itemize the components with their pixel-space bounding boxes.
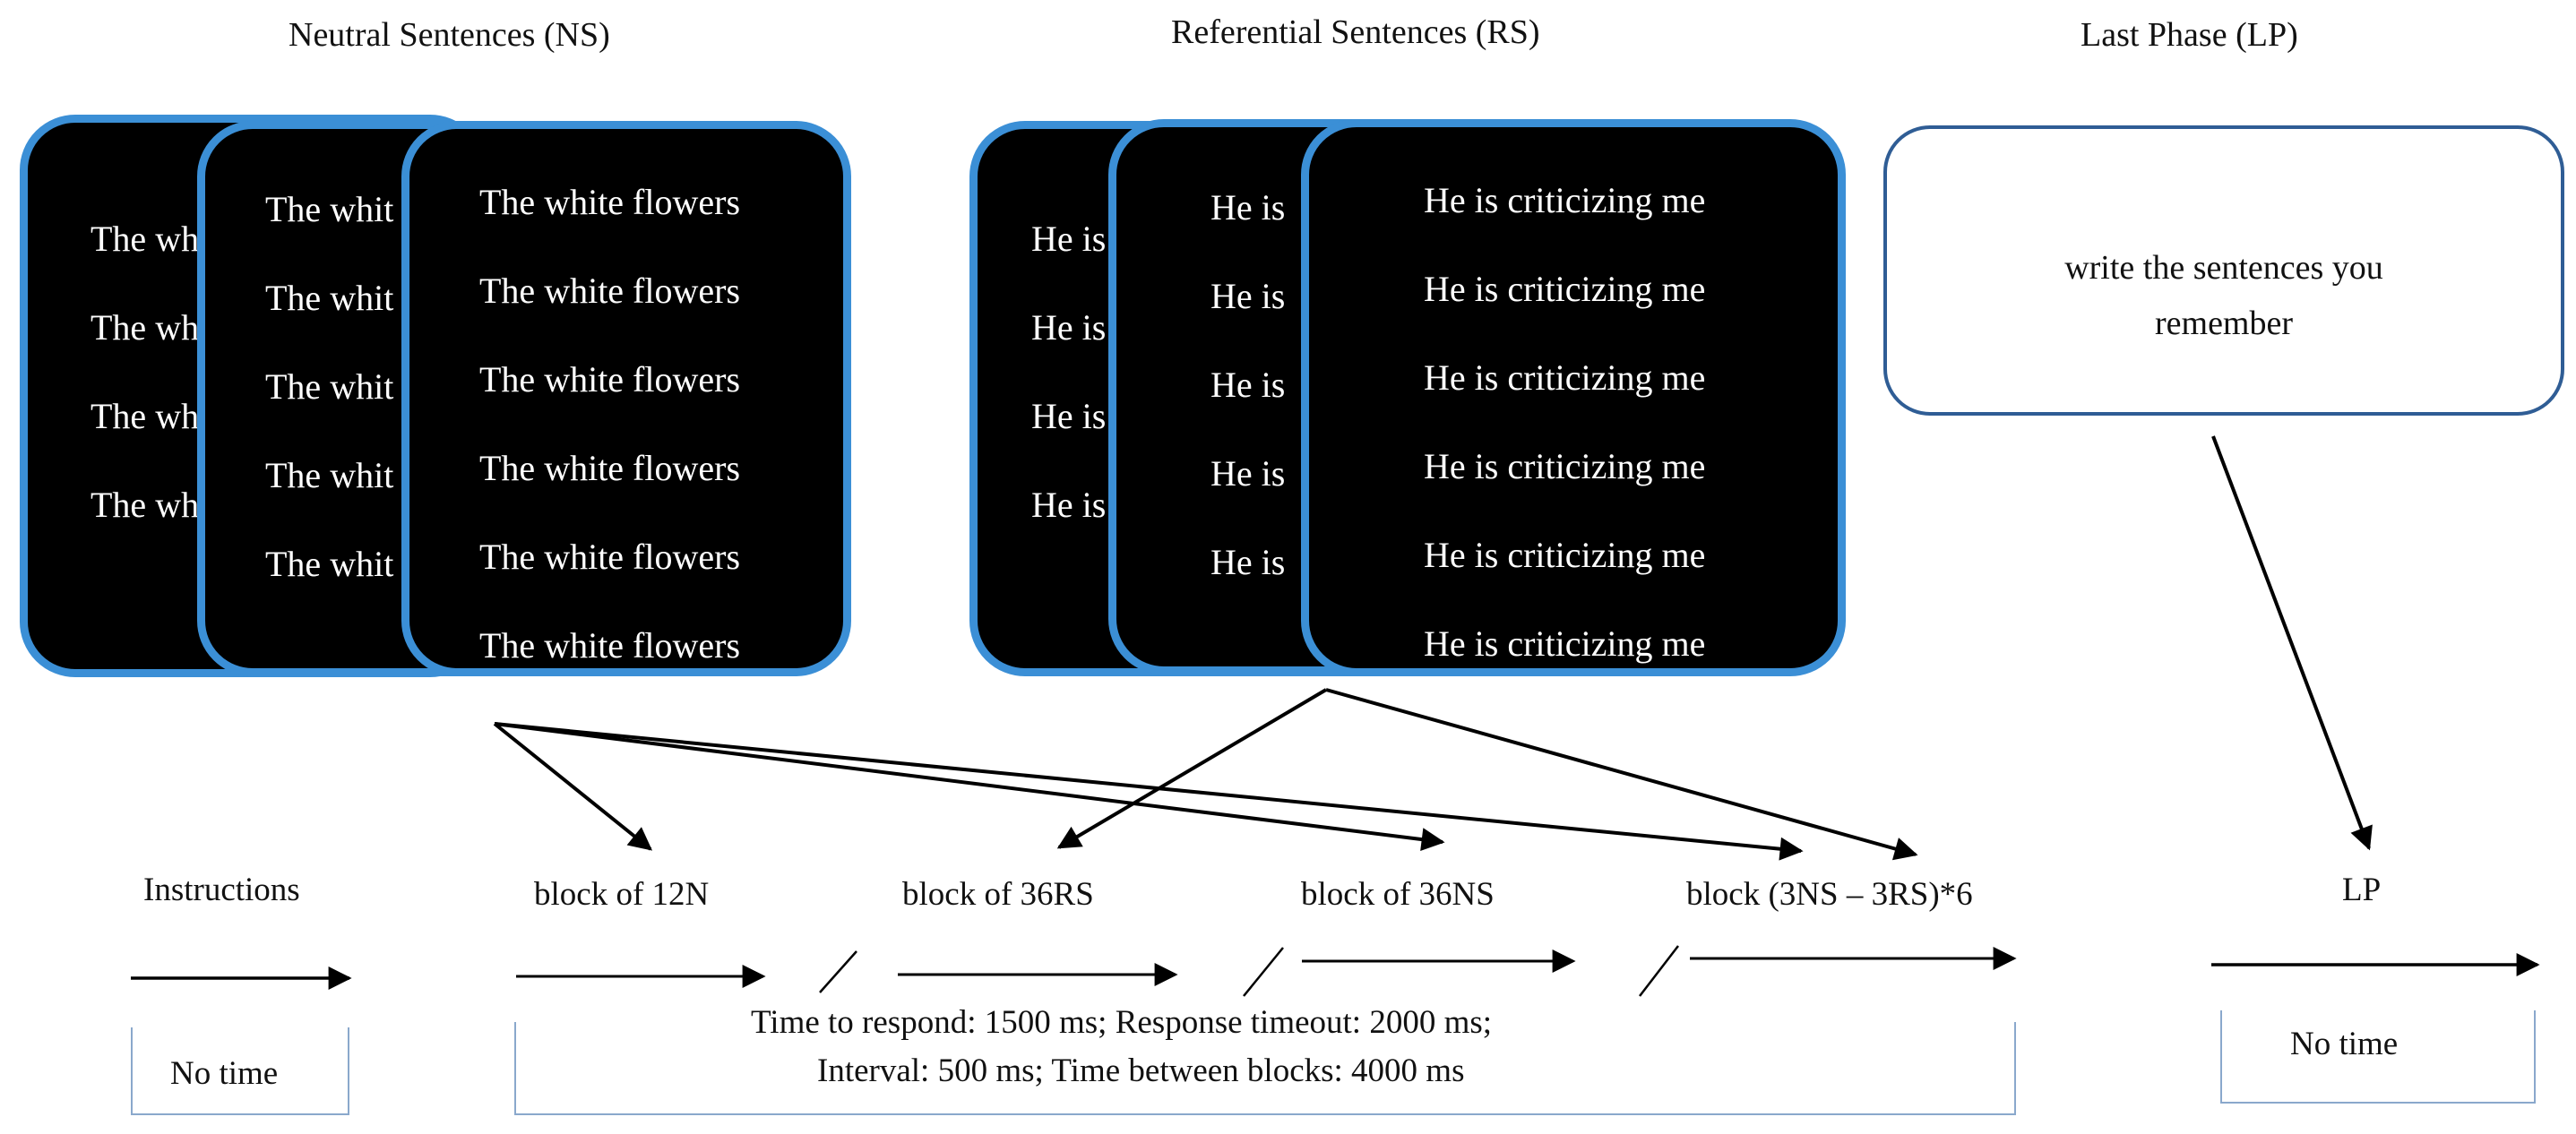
arrow-rs-to-block-mixed [1325, 688, 1918, 861]
timeline-label-block-36rs: block of 36RS [902, 876, 1094, 913]
ns-card-line: The white flowers [479, 625, 741, 666]
ns-card-front: The white flowers The white flowers The … [401, 121, 851, 676]
rs-card-line: He is criticizing me [1424, 623, 1706, 664]
rs-card-line: He is [1210, 276, 1286, 316]
arrow-rs-to-block-36rs [1056, 688, 1328, 849]
timeline-label-instructions: Instructions [143, 872, 300, 908]
arrow-ns-to-block-12n [493, 722, 653, 851]
timeline-label-lp: LP [2342, 872, 2382, 908]
ns-card-line: The wh [90, 219, 200, 259]
rs-card-line: He is [1031, 219, 1107, 259]
ns-card-line: The white flowers [479, 448, 741, 488]
rs-card-line: He is criticizing me [1424, 180, 1706, 220]
ns-card-line: The white flowers [479, 359, 741, 399]
header-referential-sentences: Referential Sentences (RS) [1171, 13, 1540, 51]
arrow-ns-to-block-mixed [494, 722, 1804, 861]
ns-card-line: The whit [265, 366, 394, 407]
ns-card-line: The white flowers [479, 182, 741, 222]
timeline-separator [1243, 947, 1284, 997]
rs-card-line: He is [1031, 307, 1107, 348]
arrow-lp-card-to-lp [2211, 435, 2373, 851]
timeline-label-block-mixed: block (3NS – 3RS)*6 [1686, 876, 1973, 913]
timing-label-blocks-line2: Interval: 500 ms; Time between blocks: 4… [817, 1052, 1465, 1089]
timeline-label-block-12n: block of 12N [534, 876, 710, 913]
rs-card-line: He is [1210, 453, 1286, 494]
ns-card-line: The whit [265, 278, 394, 318]
header-neutral-sentences: Neutral Sentences (NS) [289, 16, 610, 54]
ns-card-line: The whit [265, 189, 394, 229]
timing-bracket-blocks [514, 1022, 2016, 1115]
rs-card-line: He is criticizing me [1424, 535, 1706, 575]
timeline-separator [1639, 945, 1679, 997]
ns-card-line: The wh [90, 307, 200, 348]
timing-bracket-instructions [131, 1027, 349, 1115]
timeline-label-block-36ns: block of 36NS [1301, 876, 1495, 913]
timing-label-lp: No time [2290, 1026, 2399, 1062]
last-phase-instruction-line1: write the sentences you [2064, 249, 2383, 287]
ns-card-line: The white flowers [479, 537, 741, 577]
rs-card-line: He is [1031, 396, 1107, 436]
ns-card-line: The white flowers [479, 271, 741, 311]
rs-card-line: He is [1031, 485, 1107, 525]
ns-card-line: The wh [90, 396, 200, 436]
header-last-phase: Last Phase (LP) [2081, 16, 2298, 54]
rs-card-line: He is criticizing me [1424, 446, 1706, 486]
last-phase-instruction-line2: remember [2154, 305, 2294, 342]
ns-card-line: The whit [265, 544, 394, 584]
rs-card-line: He is [1210, 187, 1286, 228]
rs-card-line: He is [1210, 365, 1286, 405]
ns-card-line: The wh [90, 485, 200, 525]
rs-card-front: He is criticizing me He is criticizing m… [1301, 119, 1846, 676]
timing-label-instructions: No time [170, 1055, 279, 1092]
timeline-separator [819, 950, 857, 993]
rs-card-line: He is [1210, 542, 1286, 582]
rs-card-line: He is criticizing me [1424, 357, 1706, 398]
timing-bracket-lp [2220, 1010, 2536, 1104]
timing-label-blocks-line1: Time to respond: 1500 ms; Response timeo… [751, 1004, 1493, 1041]
last-phase-card: write the sentences you remember [1883, 125, 2564, 416]
rs-card-line: He is criticizing me [1424, 269, 1706, 309]
arrow-ns-to-block-36ns [494, 722, 1445, 852]
ns-card-line: The whit [265, 455, 394, 495]
